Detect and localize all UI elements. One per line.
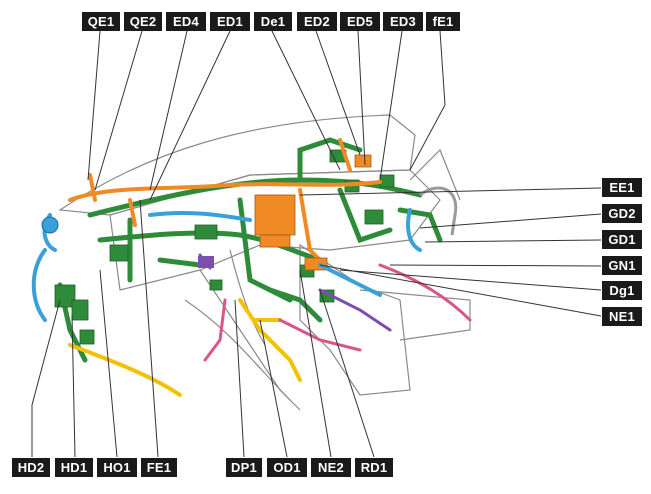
label-ed5: ED5 (340, 12, 380, 31)
purple-connector (198, 256, 214, 268)
orange-fuse-block (254, 154, 372, 271)
label-ho1: HO1 (97, 458, 137, 477)
green-harness (57, 137, 443, 363)
label-hd2: HD2 (12, 458, 50, 477)
label-gd1: GD1 (602, 230, 642, 249)
label-rd1: RD1 (355, 458, 393, 477)
label-fe1-top: fE1 (426, 12, 460, 31)
label-qe1: QE1 (82, 12, 120, 31)
label-od1: OD1 (267, 458, 307, 477)
label-gd2: GD2 (602, 204, 642, 223)
label-hd1: HD1 (55, 458, 93, 477)
blue-connector-round (41, 216, 59, 234)
label-fe1-bottom: FE1 (141, 458, 177, 477)
label-ne1: NE1 (602, 307, 642, 326)
leader-lines (31, 30, 602, 458)
label-dg1: Dg1 (602, 281, 642, 300)
label-qe2: QE2 (124, 12, 162, 31)
label-ee1: EE1 (602, 178, 642, 197)
label-de1: De1 (254, 12, 292, 31)
purple-harness (198, 253, 392, 332)
label-dp1: DP1 (226, 458, 262, 477)
pink-harness (203, 263, 472, 362)
yellow-harness (68, 298, 302, 397)
label-ne2: NE2 (311, 458, 351, 477)
label-gn1: GN1 (602, 256, 642, 275)
label-ed2: ED2 (297, 12, 337, 31)
blue-harness (31, 208, 422, 322)
label-ed3: ED3 (383, 12, 423, 31)
label-ed4: ED4 (166, 12, 206, 31)
label-ed1: ED1 (210, 12, 250, 31)
